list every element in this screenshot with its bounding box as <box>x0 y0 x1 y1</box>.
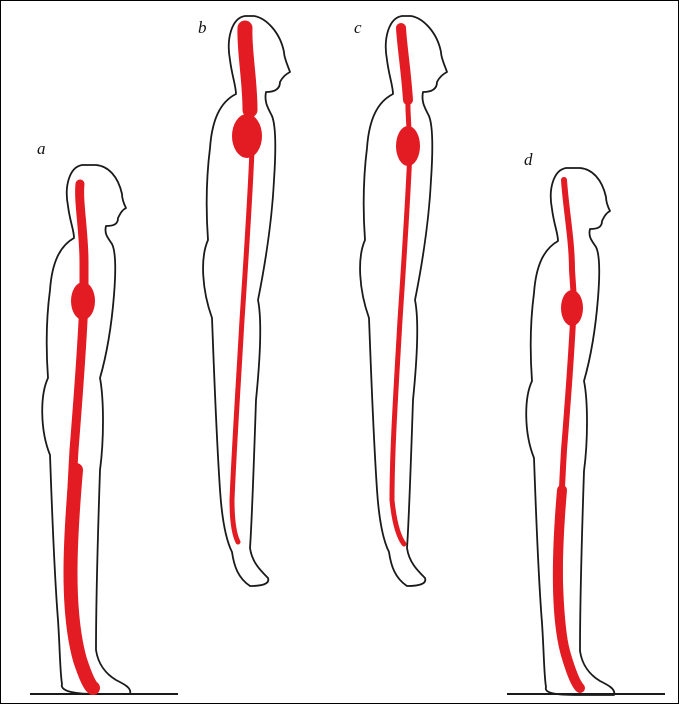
panel-label-b: b <box>198 18 207 37</box>
blood-vessel-c <box>392 30 410 544</box>
blood-pool-b <box>245 28 250 110</box>
panel-label-a: a <box>37 139 46 158</box>
heart-a <box>71 282 95 320</box>
figure-d: d <box>507 150 665 695</box>
heart-b <box>232 114 262 158</box>
heart-c <box>396 126 420 166</box>
panel-label-d: d <box>524 150 533 169</box>
figure-b: b <box>198 16 290 586</box>
figure-c: c <box>354 16 447 586</box>
panel-label-c: c <box>354 18 362 37</box>
figure-a: a <box>30 139 178 694</box>
blood-pool-c <box>401 28 408 100</box>
heart-d <box>561 290 583 326</box>
blood-pool-d <box>558 490 580 688</box>
blood-pool-a <box>71 470 94 688</box>
